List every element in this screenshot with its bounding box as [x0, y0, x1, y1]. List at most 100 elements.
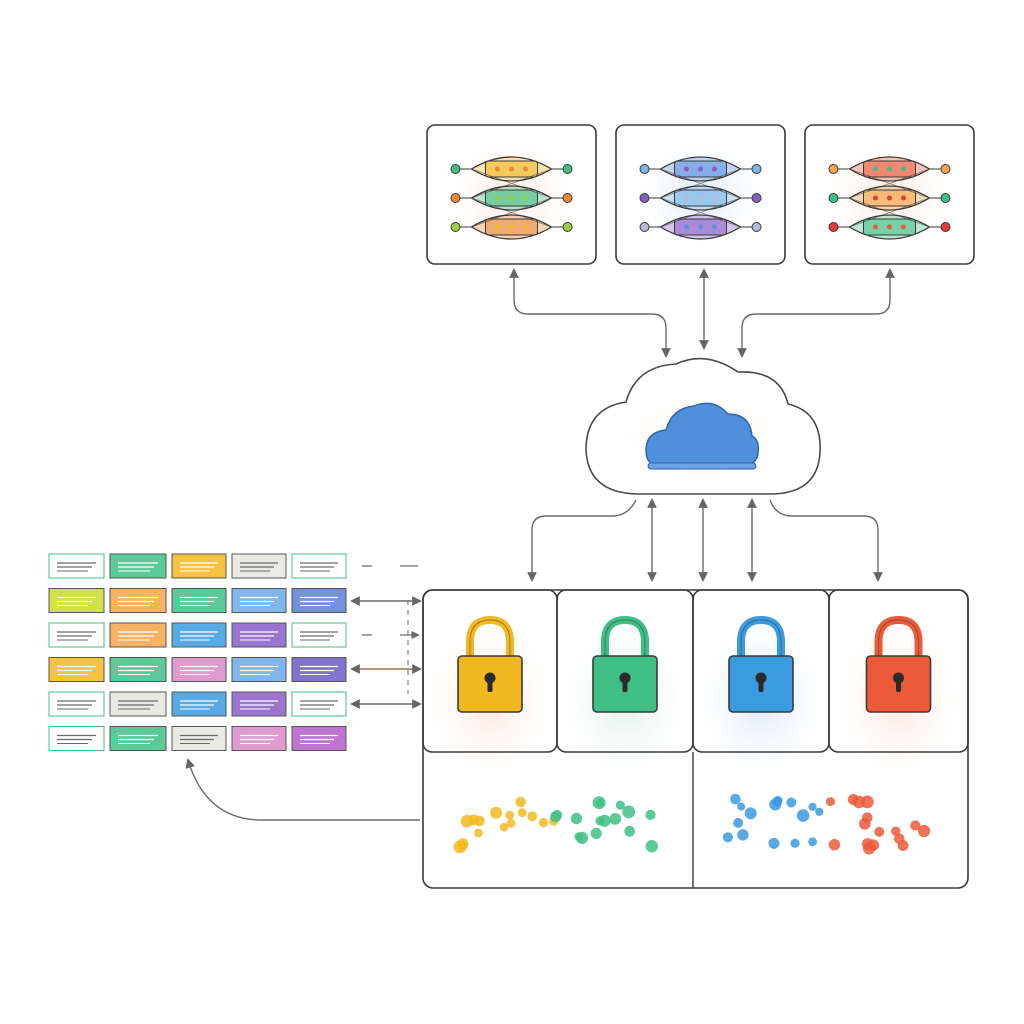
data-point [828, 839, 841, 851]
data-point [894, 833, 905, 844]
data-cell [109, 657, 167, 682]
data-cell [109, 622, 167, 648]
data-point [505, 810, 515, 820]
data-point [490, 806, 503, 819]
data-cell [48, 553, 105, 579]
data-point [722, 832, 734, 843]
encrypted-data-points [453, 793, 931, 855]
vault-cell-3 [689, 589, 833, 790]
data-point [730, 793, 741, 805]
connector-return [185, 758, 420, 821]
data-point [808, 802, 817, 811]
model-panel-1 [426, 124, 597, 265]
data-cell [231, 691, 287, 717]
data-point [859, 818, 871, 830]
vault-cell-2 [553, 589, 697, 790]
data-point [917, 824, 931, 838]
data-cell [48, 726, 105, 751]
data-point [860, 795, 874, 809]
data-cell [291, 553, 347, 579]
data-point [744, 807, 757, 820]
data-cell [231, 588, 287, 613]
connector-panel-3 [737, 268, 895, 358]
data-record-row [48, 553, 347, 579]
neural-network-icon [639, 156, 762, 240]
data-point [733, 817, 744, 828]
data-cell [48, 588, 105, 613]
cloud-vault-connectors [527, 498, 883, 582]
model-panels [426, 124, 975, 265]
data-point [499, 822, 509, 832]
data-cell [48, 691, 105, 717]
data-cell [171, 553, 227, 579]
vault-cell-4 [826, 589, 971, 790]
data-point [515, 796, 526, 808]
data-point [474, 828, 483, 838]
data-cell [171, 726, 227, 751]
data-point [538, 817, 549, 828]
data-point [808, 837, 817, 847]
data-point [826, 797, 835, 807]
data-point [874, 826, 885, 837]
data-point [861, 838, 874, 850]
padlock-icon [592, 615, 658, 713]
data-records [48, 553, 347, 751]
data-point [527, 811, 538, 822]
data-cell [231, 726, 287, 751]
data-point [458, 841, 468, 851]
data-cell [109, 553, 167, 579]
data-record-row [48, 691, 347, 717]
data-point [622, 805, 636, 819]
data-cell [171, 622, 227, 648]
data-record-row [48, 622, 347, 648]
padlock-icon [728, 615, 794, 713]
data-point [815, 807, 824, 816]
data-record-row [48, 726, 347, 751]
vault-cells [418, 589, 971, 790]
data-record-row [48, 657, 347, 682]
neural-network-icon [450, 156, 573, 240]
data-point [847, 794, 859, 805]
data-cell [171, 657, 227, 682]
data-point [768, 837, 780, 849]
data-point [506, 818, 516, 828]
padlock-icon [865, 615, 932, 713]
cloud-icon [645, 402, 760, 470]
records-vault-connectors [185, 565, 420, 821]
data-point [645, 840, 658, 853]
data-point [609, 813, 622, 825]
data-cell [291, 657, 347, 682]
connector-vault-1 [527, 499, 637, 582]
vault-cell-1 [418, 589, 562, 790]
data-cell [109, 691, 167, 717]
data-point [737, 829, 749, 841]
data-point [737, 802, 746, 811]
data-point [772, 796, 783, 807]
data-point [570, 812, 583, 825]
data-cell [291, 691, 347, 717]
data-cell [171, 588, 227, 613]
data-cell [109, 588, 167, 613]
data-cell [291, 588, 347, 613]
data-point [592, 796, 606, 810]
vault-storage [418, 589, 971, 889]
data-point [575, 831, 589, 845]
data-point [645, 809, 656, 821]
neural-network-icon [828, 156, 951, 240]
data-cell [48, 622, 105, 648]
data-record-row [48, 588, 347, 613]
data-cell [231, 657, 287, 682]
connector-vault-5 [769, 499, 883, 582]
data-cell [171, 691, 227, 717]
data-point [910, 820, 921, 831]
connector-panel-1 [509, 268, 671, 358]
data-point [790, 838, 800, 848]
data-cell [231, 553, 287, 579]
data-cell [231, 622, 287, 648]
panel-cloud-connectors [509, 268, 895, 358]
data-point [786, 797, 797, 808]
data-point [590, 827, 602, 840]
model-panel-2 [615, 124, 786, 265]
